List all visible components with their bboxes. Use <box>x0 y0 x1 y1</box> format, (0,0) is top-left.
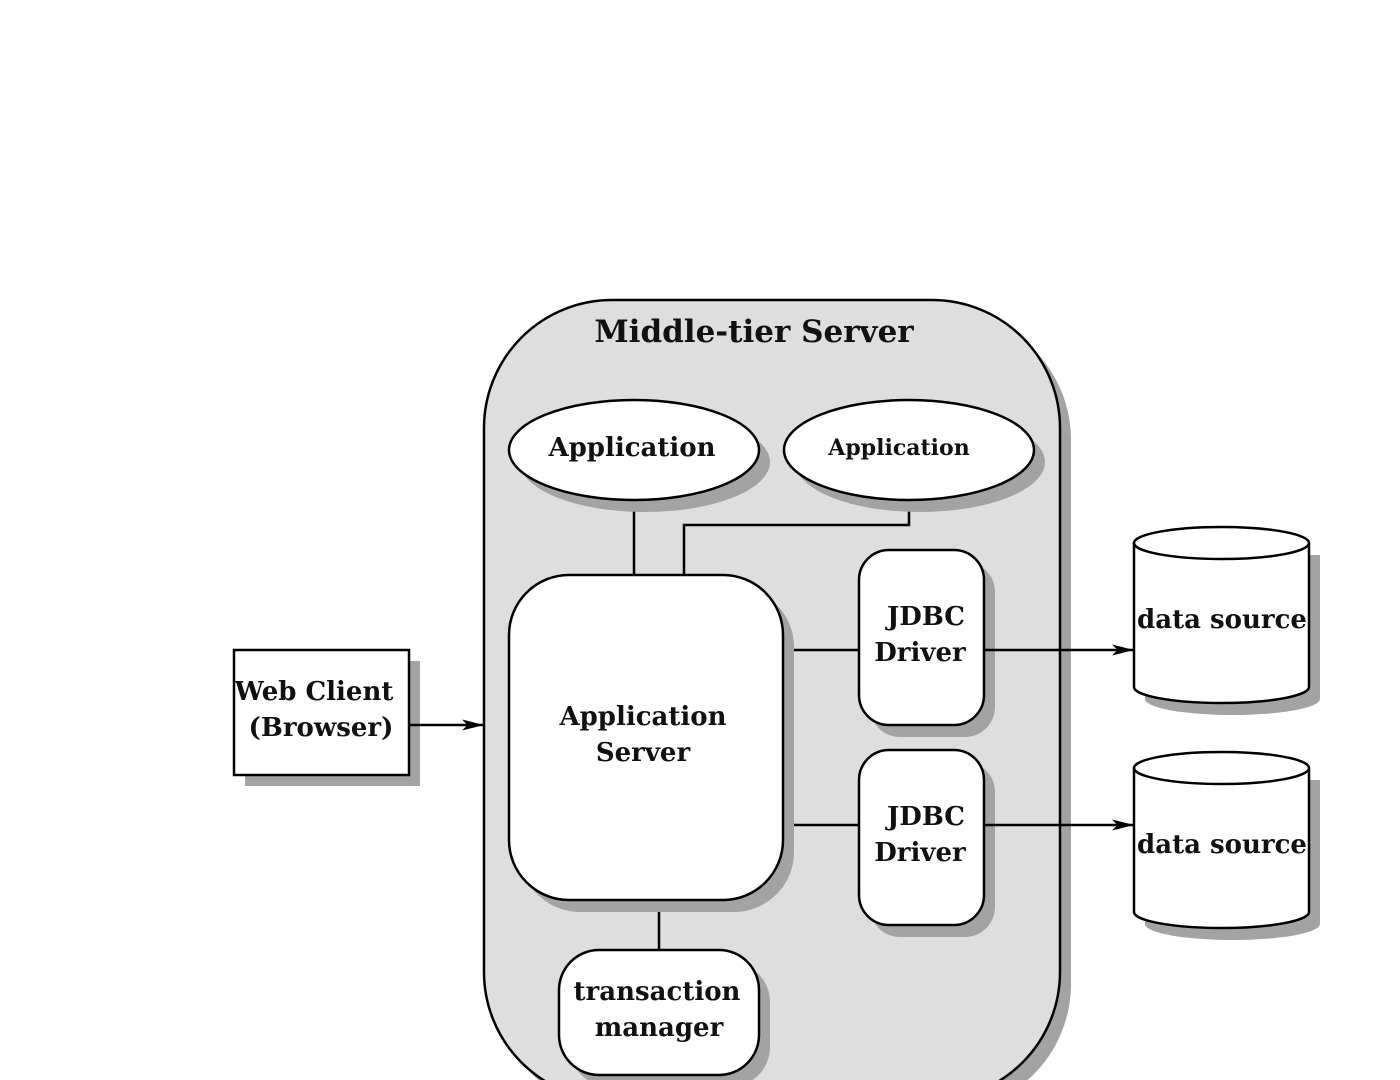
external-arrows <box>409 644 1134 831</box>
transaction-manager-label-line2: manager <box>595 1013 724 1043</box>
jdbc-driver-node-1: JDBC Driver <box>857 548 995 737</box>
application-server-node: Application Server <box>507 573 794 912</box>
jdbc-driver-label-1-line2: Driver <box>874 638 966 668</box>
web-client-node: Web Client (Browser) <box>232 648 420 786</box>
jdbc-driver-label-2-line1: JDBC <box>885 802 965 832</box>
jdbc-driver-node-2: JDBC Driver <box>857 748 995 937</box>
data-source-label-2: data source <box>1137 830 1307 860</box>
application-node-2: Application <box>782 398 1045 512</box>
data-source-node-2: data source <box>1132 750 1320 940</box>
jdbc-driver-label-1-line1: JDBC <box>885 602 965 632</box>
data-source-label-1: data source <box>1137 605 1307 635</box>
internal-connectors <box>632 500 911 950</box>
application-server-label-line2: Server <box>596 738 691 768</box>
application-server-label-line1: Application <box>558 702 726 732</box>
middle-tier-server-title: Middle-tier Server <box>594 314 914 350</box>
application-node-1: Application <box>507 398 770 512</box>
transaction-manager-label-line1: transaction <box>574 977 741 1007</box>
application-label-1: Application <box>547 433 715 463</box>
web-client-label-line2: (Browser) <box>249 713 394 743</box>
application-label-2: Application <box>827 435 969 461</box>
web-client-label-line1: Web Client <box>234 677 394 707</box>
app2-to-server-line <box>682 500 911 575</box>
jdbc-driver-label-2-line2: Driver <box>874 838 966 868</box>
data-source-node-1: data source <box>1132 525 1320 715</box>
transaction-manager-node: transaction manager <box>557 948 770 1080</box>
